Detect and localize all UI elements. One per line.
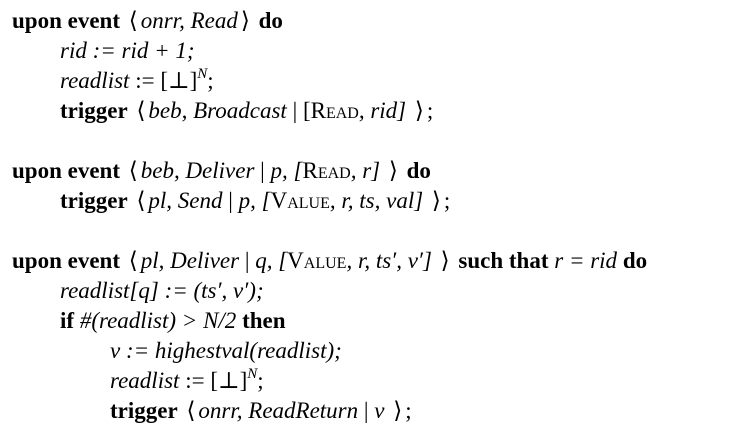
line-trigger-broadcast: trigger ⟨beb, Broadcast | [Read, rid] ⟩; <box>60 98 434 123</box>
line-rid-increment: rid := rid + 1; <box>60 38 195 63</box>
algorithm-listing: upon event ⟨onrr, Read⟩ do rid := rid + … <box>12 6 742 426</box>
line-upon-read: upon event ⟨onrr, Read⟩ do <box>12 8 283 33</box>
line-readlist-reset: readlist := [⊥]N; <box>110 366 264 393</box>
line-upon-pl-deliver: upon event ⟨pl, Deliver | q, [Value, r, … <box>12 248 648 273</box>
keyword-do: do <box>258 8 283 33</box>
line-trigger-readreturn: trigger ⟨onrr, ReadReturn | v ⟩; <box>110 398 412 423</box>
line-readlist-init: readlist := [⊥]N; <box>60 66 214 93</box>
line-highestval: v := highestval(readlist); <box>110 338 342 363</box>
event-args: onrr, Read <box>140 8 238 33</box>
line-upon-beb-deliver: upon event ⟨beb, Deliver | p, [Read, r] … <box>12 158 431 183</box>
keyword-upon-event: upon event <box>12 8 120 33</box>
line-trigger-send: trigger ⟨pl, Send | p, [Value, r, ts, va… <box>60 188 451 213</box>
line-readlist-store: readlist[q] := (ts′, v′); <box>60 278 264 303</box>
line-if-majority: if #(readlist) > N/2 then <box>60 308 286 333</box>
